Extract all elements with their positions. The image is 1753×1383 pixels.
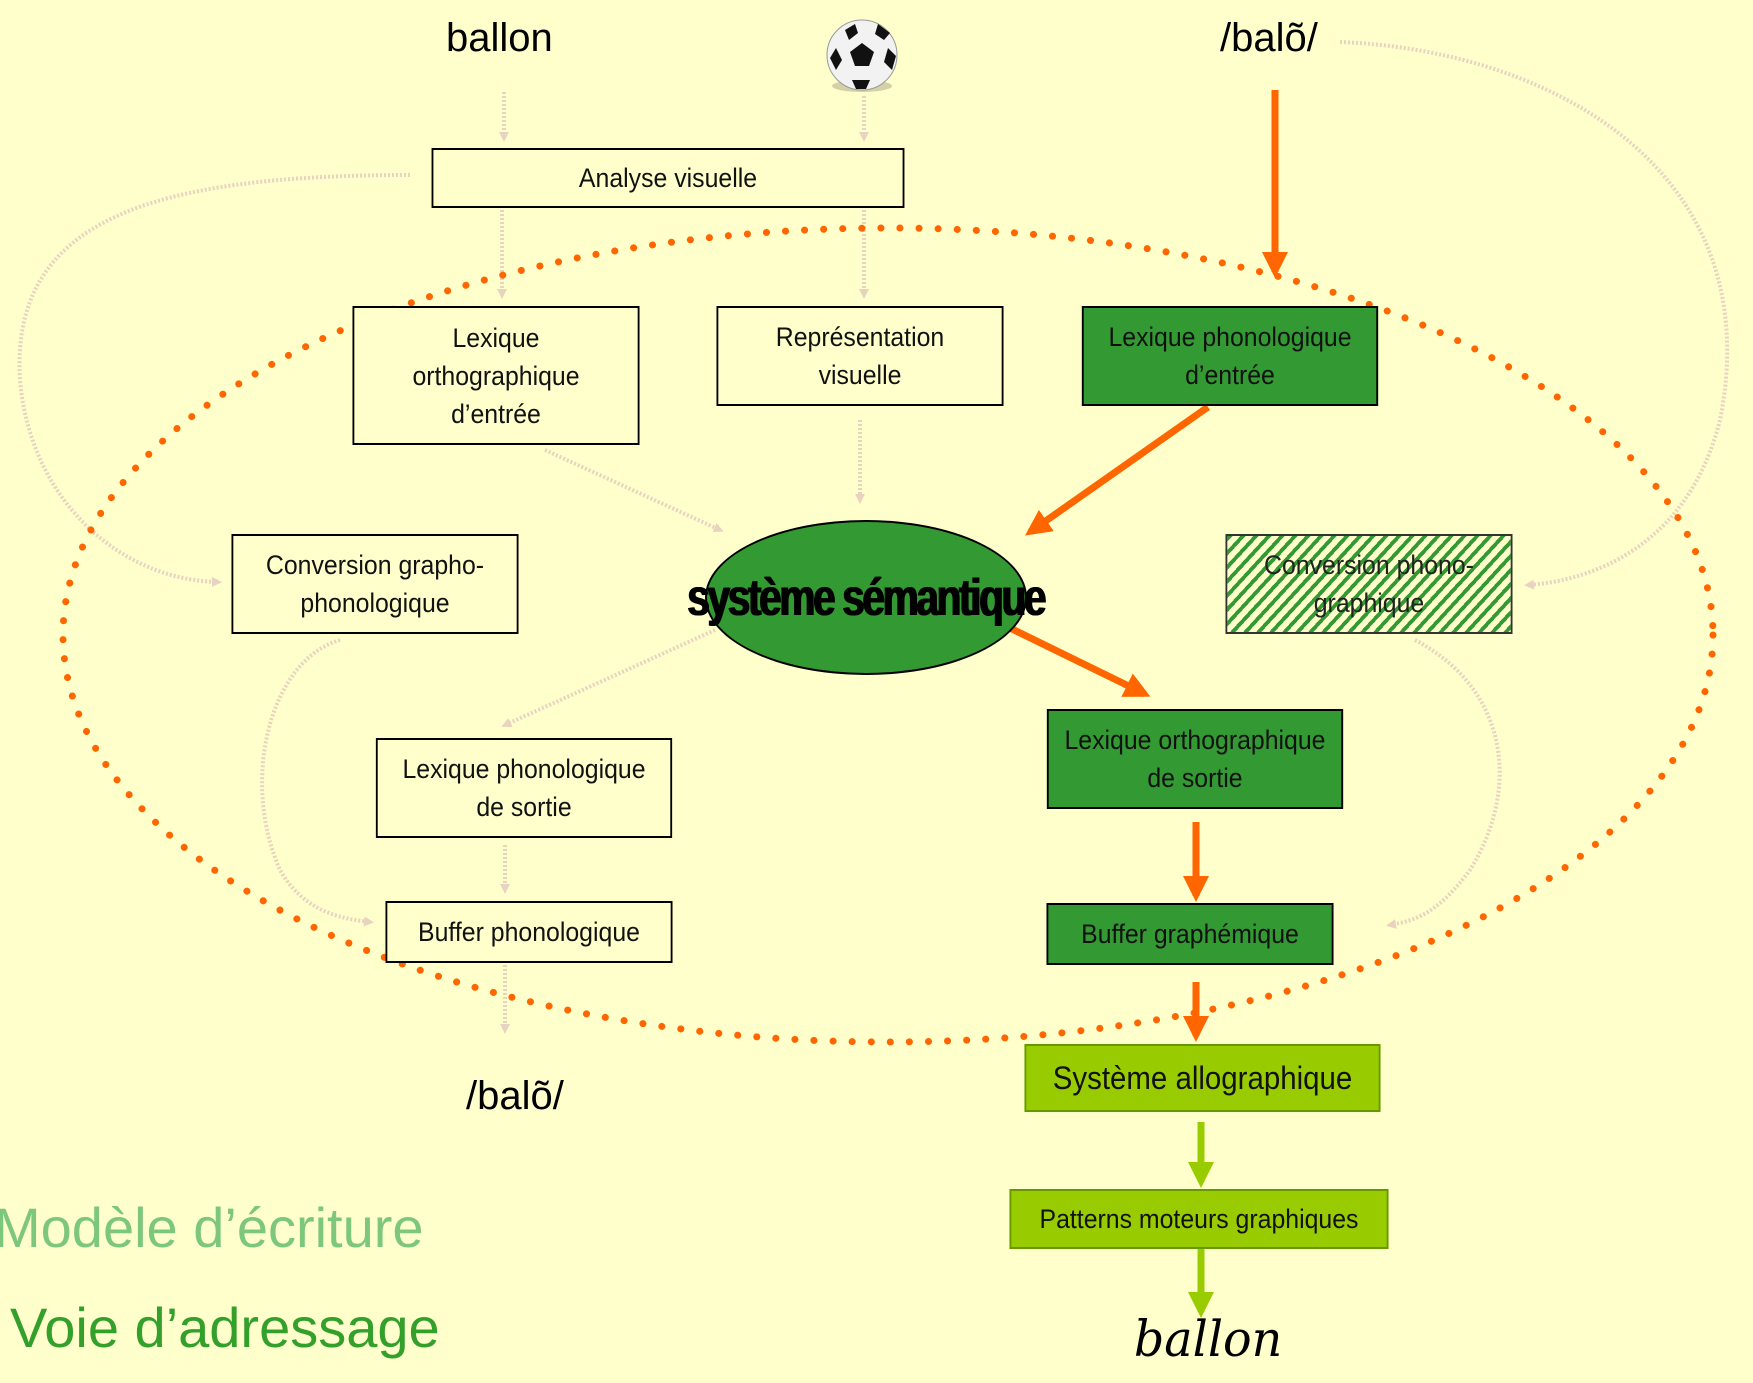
model-title: Modèle d’écriture [0,1196,424,1259]
arrow-lexique-to-semantique [544,448,724,533]
semantic-system-label: système sémantique [687,568,1047,627]
box-buffer-graphemique: Buffer graphémique [1046,903,1334,965]
input-phoneme-label: /balõ/ [1220,16,1318,60]
arrow-conversion-phono-to-buffer [1386,638,1502,929]
arrow-conversion-grapho-to-buffer [260,638,374,927]
box-lexique-orthographique-sortie: Lexique orthographique de sortie [1046,709,1344,809]
box-lexique-phonologique-entree: Lexique phonologique d’entrée [1081,306,1379,406]
arrow-balo-to-conversion-phono [1339,40,1730,590]
box-buffer-phonologique: Buffer phonologique [385,901,673,963]
arrow-lexique-phono-to-semantique [1025,404,1211,536]
box-analyse-visuelle: Analyse visuelle [431,148,905,208]
box-representation-visuelle: Représentation visuelle [716,306,1004,406]
output-written-word: ballon [1133,1310,1283,1368]
box-lexique-orthographique-entree: Lexique orthographique d’entrée [352,306,640,445]
route-title: Voie d’adressage [10,1296,440,1359]
input-word-label: ballon [446,16,553,60]
semantic-system-oval: système sémantique [688,520,1047,675]
box-lexique-phonologique-sortie: Lexique phonologique de sortie [375,738,673,838]
arrow-semantique-to-phono-sortie [501,628,716,728]
lexical-route-ellipse [59,224,1717,1046]
box-patterns-moteurs-graphiques: Patterns moteurs graphiques [1009,1189,1389,1249]
box-conversion-grapho-phonologique: Conversion grapho- phonologique [231,534,519,634]
arrow-analyse-to-conversion-grapho [17,173,411,587]
box-systeme-allographique: Système allographique [1024,1044,1381,1112]
box-conversion-phono-graphique: Conversion phono- graphique [1225,534,1513,634]
soccer-ball-icon [826,19,898,92]
output-phoneme-label: /balõ/ [466,1074,564,1118]
arrow-semantique-to-lexique-ortho-sortie [1008,624,1151,698]
